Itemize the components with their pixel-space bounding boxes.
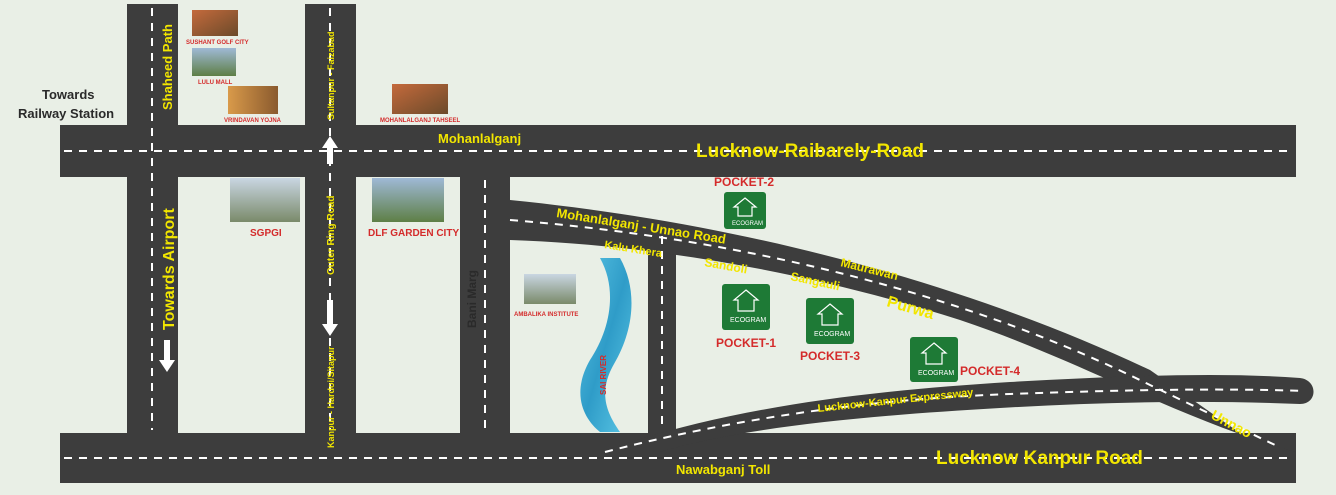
svg-text:DLF GARDEN CITY: DLF GARDEN CITY (368, 228, 459, 239)
house-icon (816, 303, 844, 326)
svg-text:ECOGRAM: ECOGRAM (918, 370, 954, 377)
svg-text:POCKET-2: POCKET-2 (714, 175, 774, 189)
landmark-ambalika: AMBALIKA INSTITUTE (514, 274, 578, 318)
ecogram-badge (724, 192, 766, 229)
svg-text:MOHANLALGANJ TAHSEEL: MOHANLALGANJ TAHSEEL (380, 118, 461, 124)
landmark-sgpgi: SGPGI (230, 178, 300, 239)
pocket-3[interactable]: ECOGRAM POCKET-3 (800, 298, 860, 363)
svg-text:ECOGRAM: ECOGRAM (814, 331, 850, 338)
towards-label: Towards (42, 87, 95, 102)
landmark-dlf: DLF GARDEN CITY (368, 178, 459, 239)
landmark-lulu: LULU MALL (192, 48, 236, 86)
ecogram-badge (806, 298, 854, 344)
tahseel-photo (392, 84, 448, 114)
outer-ring-road-label: Outer Ring Road (326, 196, 337, 275)
svg-text:POCKET-1: POCKET-1 (716, 336, 776, 350)
sai-river-label: SAI RIVER (599, 355, 608, 395)
svg-text:AMBALIKA INSTITUTE: AMBALIKA INSTITUTE (514, 312, 578, 318)
lucknow-raibarely-road-label: Lucknow-Raibarely-Road (696, 141, 924, 162)
ecogram-badge (910, 337, 958, 382)
house-icon (732, 289, 760, 312)
ecogram-badge (722, 284, 770, 330)
sultanpur-faizabad-label: Sultanpur - Faizabad (326, 31, 336, 120)
sai-river (580, 258, 632, 432)
landmark-vrindavan: VRINDAVAN YOJNA (224, 86, 282, 124)
railway-station-label: Railway Station (18, 106, 114, 121)
pocket-1[interactable]: ECOGRAM POCKET-1 (716, 284, 776, 350)
nawabganj-toll-label: Nawabganj Toll (676, 462, 770, 477)
mohanlalganj-unnao-road (510, 200, 1296, 452)
house-icon (732, 197, 758, 217)
landmark-sushant: SUSHANT GOLF CITY (186, 10, 249, 46)
lucknow-kanpur-expressway (600, 375, 1314, 452)
svg-text:VRINDAVAN YOJNA: VRINDAVAN YOJNA (224, 118, 282, 124)
shaheed-path-label: Shaheed Path (160, 24, 175, 110)
arrow-down-icon (322, 300, 338, 336)
ambalika-photo (524, 274, 576, 304)
svg-text:LULU MALL: LULU MALL (198, 80, 233, 86)
svg-text:ECOGRAM: ECOGRAM (730, 317, 766, 324)
sgpgi-photo (230, 178, 300, 222)
sushant-photo (192, 10, 238, 36)
vrindavan-photo (228, 86, 278, 114)
arrow-down-icon (159, 340, 175, 372)
pocket-4[interactable]: ECOGRAM POCKET-4 (910, 337, 1020, 382)
lulu-photo (192, 48, 236, 76)
lucknow-kanpur-road-label: Lucknow Kanpur Road (936, 448, 1143, 469)
bani-marg-label: Bani Marg (465, 270, 479, 328)
kanpur-hardoi-label: Kanpur - Hardoi/Sitapur (326, 346, 336, 448)
arrow-up-icon (322, 136, 338, 164)
towards-airport-label: Towards Airport (161, 208, 178, 330)
pocket-2[interactable]: POCKET-2 ECOGRAM (714, 175, 774, 229)
svg-text:POCKET-3: POCKET-3 (800, 349, 860, 363)
svg-text:SGPGI: SGPGI (250, 228, 282, 239)
direction-arrows (159, 136, 338, 372)
road-center-lines (64, 8, 1306, 459)
mohanlalganj-label: Mohanlalganj (438, 131, 521, 146)
landmark-tahseel: MOHANLALGANJ TAHSEEL (380, 84, 461, 124)
house-icon (920, 342, 948, 365)
dlf-photo (372, 178, 444, 222)
svg-text:ECOGRAM: ECOGRAM (732, 221, 763, 227)
svg-text:POCKET-4: POCKET-4 (960, 364, 1020, 378)
svg-text:SUSHANT GOLF CITY: SUSHANT GOLF CITY (186, 40, 249, 46)
